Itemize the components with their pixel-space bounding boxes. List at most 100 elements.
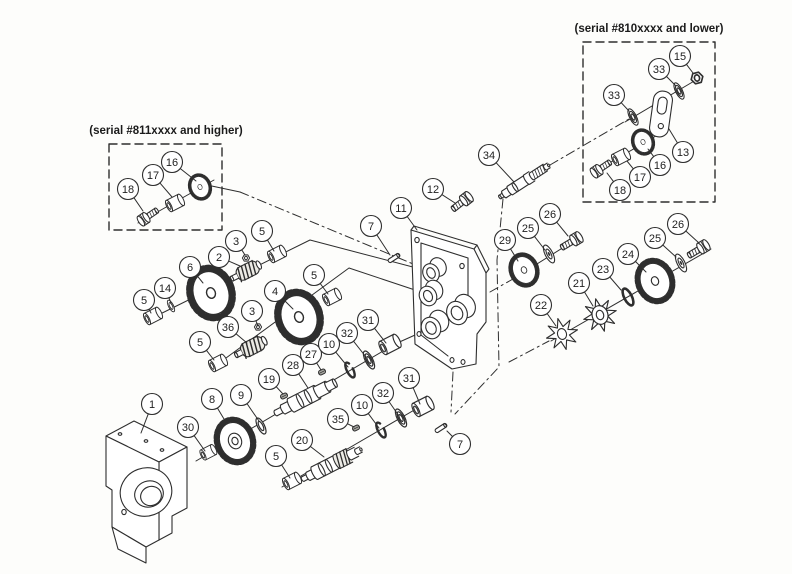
svg-text:7: 7 <box>368 221 374 233</box>
callout-layer: 1617181533331316171834121175146235536345… <box>116 44 700 479</box>
svg-text:5: 5 <box>273 451 279 463</box>
callout-16-leader <box>179 168 197 182</box>
svg-text:16: 16 <box>654 160 666 172</box>
nut-15 <box>690 71 704 85</box>
callout-5: 5 <box>302 263 329 295</box>
callout-26-leader <box>685 230 700 244</box>
callout-26: 26 <box>538 202 569 237</box>
serial-note-box-left <box>108 143 223 231</box>
sprocket-22 <box>541 313 583 355</box>
svg-text:2: 2 <box>216 252 222 264</box>
gear-29 <box>506 250 542 290</box>
callout-24-leader <box>634 260 647 273</box>
callout-9-leader <box>246 403 260 422</box>
svg-text:16: 16 <box>166 157 178 169</box>
shaft-part-28 <box>273 378 338 417</box>
callout-35: 35 <box>326 407 355 431</box>
callout-32: 32 <box>335 321 367 358</box>
callout-33: 33 <box>647 57 677 87</box>
housing-part-1 <box>105 420 188 564</box>
svg-text:24: 24 <box>622 249 634 261</box>
callout-3-leader <box>241 249 246 256</box>
svg-text:3: 3 <box>249 306 255 318</box>
svg-text:9: 9 <box>238 390 244 402</box>
svg-text:31: 31 <box>362 315 374 327</box>
svg-text:29: 29 <box>499 235 511 247</box>
callout-20: 20 <box>290 428 325 458</box>
callout-3-leader <box>255 320 259 327</box>
callout-17: 17 <box>626 160 652 189</box>
callout-4: 4 <box>263 279 294 310</box>
svg-text:30: 30 <box>182 422 194 434</box>
callout-6: 6 <box>178 255 204 284</box>
callout-7: 7 <box>446 430 472 456</box>
callout-14-leader <box>168 297 172 304</box>
centerline-right-train1 <box>489 278 514 293</box>
svg-text:11: 11 <box>395 203 406 215</box>
callout-30: 30 <box>176 415 206 452</box>
callout-3: 3 <box>240 299 264 327</box>
pin-7-lower <box>433 422 449 434</box>
callout-21: 21 <box>567 271 594 307</box>
svg-text:25: 25 <box>649 233 661 245</box>
callout-2-leader <box>228 260 241 267</box>
callout-18-leader <box>606 172 615 183</box>
callout-16: 16 <box>647 148 672 177</box>
callout-25: 25 <box>643 226 677 258</box>
svg-text:27: 27 <box>305 349 317 361</box>
svg-text:35: 35 <box>332 414 344 426</box>
svg-text:4: 4 <box>272 286 278 298</box>
callout-33-leader <box>665 75 677 87</box>
callout-31-leader <box>374 327 387 344</box>
svg-text:5: 5 <box>259 226 265 238</box>
svg-text:1: 1 <box>149 399 155 411</box>
callout-12-leader <box>441 194 456 204</box>
callout-25-leader <box>662 244 677 258</box>
callout-5-leader <box>319 283 329 295</box>
callout-35-leader <box>346 423 355 428</box>
svg-text:25: 25 <box>522 223 534 235</box>
callout-19: 19 <box>257 367 284 395</box>
callout-18: 18 <box>606 172 632 202</box>
callout-11-leader <box>406 216 418 231</box>
svg-text:3: 3 <box>233 236 239 248</box>
callout-20-leader <box>309 445 325 458</box>
svg-text:5: 5 <box>141 295 147 307</box>
gear-24 <box>632 255 679 306</box>
worm-gear-36 <box>231 332 271 363</box>
callout-10: 10 <box>317 332 349 368</box>
callout-22: 22 <box>529 293 557 327</box>
callout-34: 34 <box>477 143 515 183</box>
svg-text:33: 33 <box>608 90 620 102</box>
callout-5: 5 <box>188 330 215 361</box>
callout-1: 1 <box>140 392 164 434</box>
callout-6-leader <box>196 274 204 284</box>
callout-9: 9 <box>229 383 260 422</box>
key-35 <box>351 423 361 433</box>
bushing-17-left <box>163 192 187 214</box>
washer-25-a <box>540 242 558 266</box>
callout-8-leader <box>216 407 228 425</box>
callout-10-leader <box>367 412 380 429</box>
callout-15-leader <box>685 63 694 74</box>
svg-text:32: 32 <box>377 388 389 400</box>
leader-from-box-left <box>206 184 241 193</box>
serial-note-box-right <box>582 41 716 203</box>
callout-13-leader <box>668 128 678 144</box>
pinion-gear-2 <box>227 257 265 287</box>
bolt-18-left <box>135 204 162 228</box>
sprocket-21 <box>578 293 622 337</box>
callout-25-leader <box>533 235 546 251</box>
callout-18: 18 <box>116 177 144 212</box>
callout-4-leader <box>281 297 294 310</box>
callout-21-leader <box>584 291 594 307</box>
svg-text:23: 23 <box>597 264 609 276</box>
callout-31: 31 <box>356 308 387 344</box>
callout-29: 29 <box>493 228 519 262</box>
callout-28: 28 <box>281 353 309 389</box>
svg-text:13: 13 <box>677 147 689 159</box>
bushing-5-d <box>320 286 344 308</box>
svg-text:8: 8 <box>209 394 215 406</box>
